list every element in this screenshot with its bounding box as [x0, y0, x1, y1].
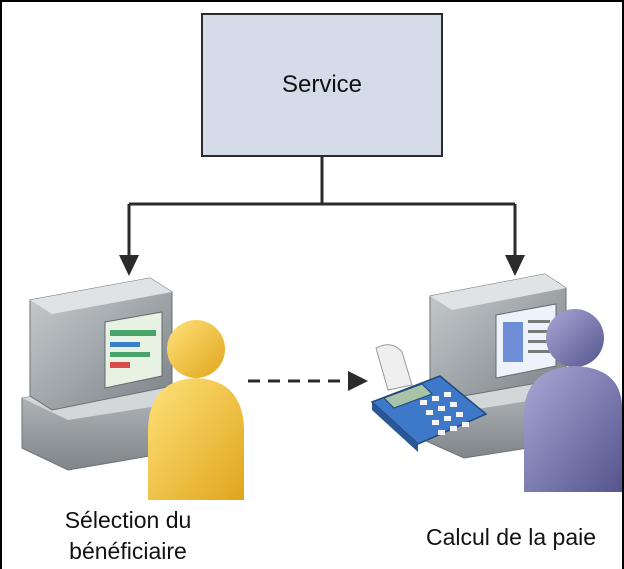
right-person-icon: [524, 309, 623, 492]
dashed-flow-arrow: [248, 371, 368, 391]
service-label: Service: [282, 71, 362, 98]
service-node: Service: [201, 13, 443, 157]
arrow-down-right-icon: [505, 255, 525, 276]
arrow-right-icon: [348, 371, 368, 391]
right-caption: Calcul de la paie: [426, 524, 596, 550]
arrow-down-left-icon: [119, 255, 139, 276]
left-caption-line1: Sélection du: [65, 507, 192, 533]
connector-tree: [127, 156, 517, 258]
left-computer-icon: [21, 277, 197, 471]
calculator-icon: [370, 344, 488, 452]
left-caption-line2: bénéficiaire: [69, 538, 187, 564]
left-person-icon: [148, 320, 244, 500]
